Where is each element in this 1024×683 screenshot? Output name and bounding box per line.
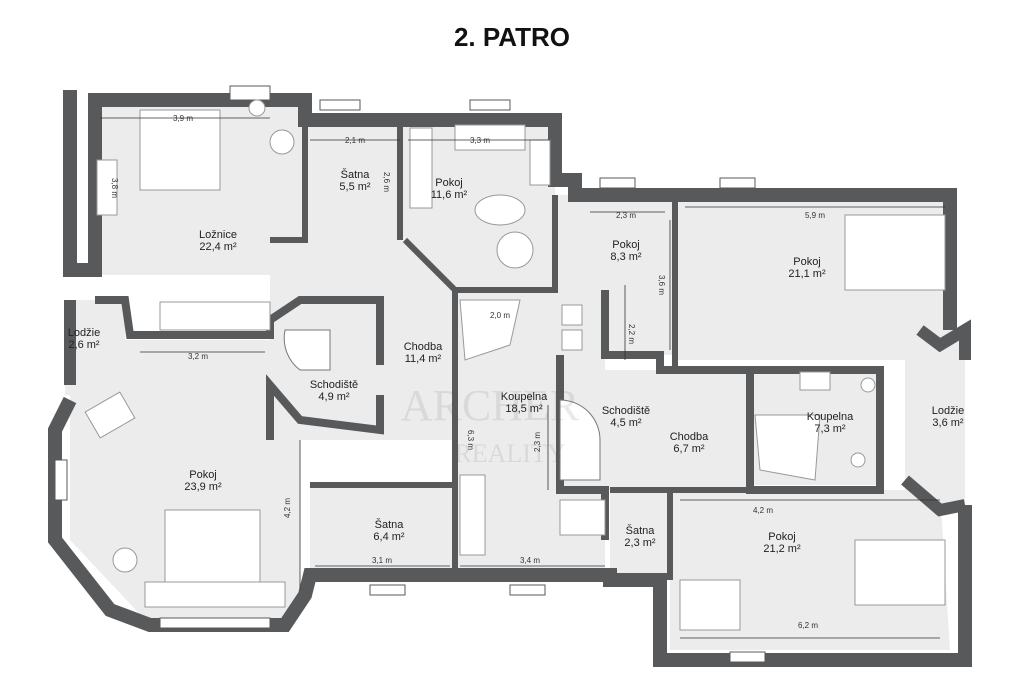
dim-label: 2,1 m [345, 136, 365, 145]
room-name-pokoj2: Pokoj [612, 239, 640, 251]
dim-label: 2,2 m [627, 324, 636, 344]
room-area-satna1: 5,5 m² [339, 181, 371, 193]
watermark-line2: REALITY [454, 439, 565, 468]
room-area-koupelna1: 18,5 m² [505, 403, 543, 415]
dim-label: 4,2 m [283, 498, 292, 518]
room-area-lodzie2: 3,6 m² [932, 417, 964, 429]
room-name-schodiste2: Schodiště [602, 405, 650, 417]
room-name-satna1: Šatna [341, 168, 371, 181]
room-area-satna3: 2,3 m² [624, 537, 656, 549]
room-name-pokoj1: Pokoj [435, 177, 463, 189]
room-name-pokoj5: Pokoj [768, 531, 796, 543]
plant-icon [248, 99, 266, 117]
bed [164, 509, 261, 586]
staircases [283, 329, 601, 481]
dim-label: 3,4 m [520, 556, 540, 565]
room-area-pokoj5: 21,2 m² [763, 543, 801, 555]
room-labels: Ložnice 22,4 m² Šatna 5,5 m² Pokoj 11,6 … [68, 168, 964, 555]
bed [854, 539, 946, 606]
walls [48, 90, 972, 667]
dim-label: 3,3 m [470, 136, 490, 145]
dimension-labels: 3,9 m 3,8 m 2,1 m 2,6 m 3,3 m 2,3 m 5,9 … [110, 114, 825, 630]
watermark: ARCHER REALITY [401, 381, 580, 468]
room-area-schodiste1: 4,9 m² [318, 391, 350, 403]
room-area-pokoj2: 8,3 m² [610, 251, 642, 263]
dim-label: 6,2 m [798, 621, 818, 630]
bed [844, 214, 946, 291]
furniture [84, 99, 946, 631]
room-name-koupelna2: Koupelna [807, 411, 854, 423]
room-name-schodiste1: Schodiště [310, 379, 358, 391]
room-area-loznice: 22,4 m² [199, 241, 237, 253]
dim-label: 3,2 m [188, 352, 208, 361]
room-name-satna2: Šatna [375, 518, 405, 531]
room-name-lodzie2: Lodžie [932, 405, 964, 417]
room-name-lodzie1: Lodžie [68, 327, 100, 339]
dim-label: 3,9 m [173, 114, 193, 123]
dimension-lines [100, 117, 945, 639]
room-name-loznice: Ložnice [199, 229, 237, 241]
plan-title: 2. PATRO [453, 22, 571, 52]
room-area-pokoj3: 21,1 m² [788, 268, 826, 280]
room-name-pokoj3: Pokoj [793, 256, 821, 268]
dim-label: 2,3 m [616, 211, 636, 220]
room-area-chodba2: 6,7 m² [673, 443, 705, 455]
room-area-lodzie1: 2,6 m² [68, 339, 100, 351]
dim-label: 4,2 m [753, 506, 773, 515]
room-name-chodba2: Chodba [670, 431, 709, 443]
windows [54, 85, 766, 663]
bed [139, 109, 221, 191]
room-name-satna3: Šatna [626, 524, 656, 537]
dim-label: 6,3 m [466, 430, 475, 450]
dim-label: 5,9 m [805, 211, 825, 220]
room-area-pokoj1: 11,6 m² [431, 189, 468, 201]
dim-label: 2,0 m [490, 311, 510, 320]
room-area-satna2: 6,4 m² [373, 531, 405, 543]
room-area-pokoj4: 23,9 m² [184, 481, 222, 493]
plant-icon [112, 547, 138, 573]
watermark-line1: ARCHER [401, 381, 580, 430]
room-area-koupelna2: 7,3 m² [814, 423, 846, 435]
room-area-chodba1: 11,4 m² [405, 353, 442, 365]
room-area-schodiste2: 4,5 m² [610, 417, 642, 429]
room-name-koupelna1: Koupelna [501, 391, 548, 403]
dim-label: 3,8 m [110, 178, 119, 198]
dim-label: 3,1 m [372, 556, 392, 565]
dim-label: 3,6 m [657, 275, 666, 295]
room-name-pokoj4: Pokoj [189, 469, 217, 481]
room-name-chodba1: Chodba [404, 341, 443, 353]
dim-label: 2,3 m [533, 432, 542, 452]
dim-label: 2,6 m [382, 172, 391, 192]
